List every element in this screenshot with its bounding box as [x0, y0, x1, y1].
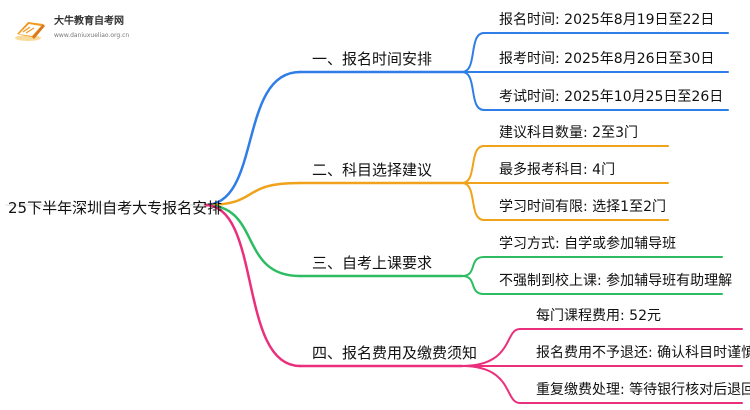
branch-connector: [203, 181, 302, 207]
leaf-connector: [461, 32, 485, 73]
leaf-connector: [461, 145, 485, 184]
leaf-connector: [461, 182, 485, 221]
leaf-apply-time: 报考时间: 2025年8月26日至30日: [499, 51, 715, 67]
root-topic: 25下半年深圳自考大专报名安排: [8, 199, 223, 217]
leaf-connector: [461, 328, 521, 367]
branch-fees: 四、报名费用及缴费须知: [312, 344, 478, 362]
leaf-exam-time: 考试时间: 2025年10月25日至26日: [499, 89, 724, 105]
branch-classes: 三、自考上课要求: [312, 254, 433, 272]
leaf-duplicate-payment: 重复缴费处理: 等待银行核对后退回: [536, 382, 750, 398]
leaf-subject-count: 建议科目数量: 2至3门: [499, 125, 638, 141]
leaf-no-campus: 不强制到校上课: 参加辅导班有助理解: [499, 273, 733, 289]
book-logo-icon: [15, 22, 45, 41]
branch-connector: [203, 70, 302, 207]
branch-connector: [203, 203, 302, 278]
leaf-study-mode: 学习方式: 自学或参加辅导班: [499, 236, 677, 252]
branch-subjects: 二、科目选择建议: [312, 161, 433, 179]
branch-schedule: 一、报名时间安排: [312, 50, 433, 68]
leaf-registration-time: 报名时间: 2025年8月19日至22日: [499, 12, 715, 28]
logo-url: www.daniuxueliao.org.cn: [54, 32, 130, 39]
leaf-connector: [461, 256, 485, 277]
logo-name: 大牛教育自考网: [54, 16, 124, 27]
leaf-max-subjects: 最多报考科目: 4门: [499, 162, 616, 178]
leaf-course-fee: 每门课程费用: 52元: [536, 308, 661, 324]
leaf-limited-time: 学习时间有限: 选择1至2门: [499, 199, 666, 215]
leaf-connector: [461, 275, 485, 295]
branch-connector: [203, 203, 302, 368]
leaf-connector: [461, 71, 485, 111]
leaf-no-refund: 报名费用不予退还: 确认科目时谨慎: [536, 345, 750, 361]
leaf-connector: [461, 365, 521, 404]
